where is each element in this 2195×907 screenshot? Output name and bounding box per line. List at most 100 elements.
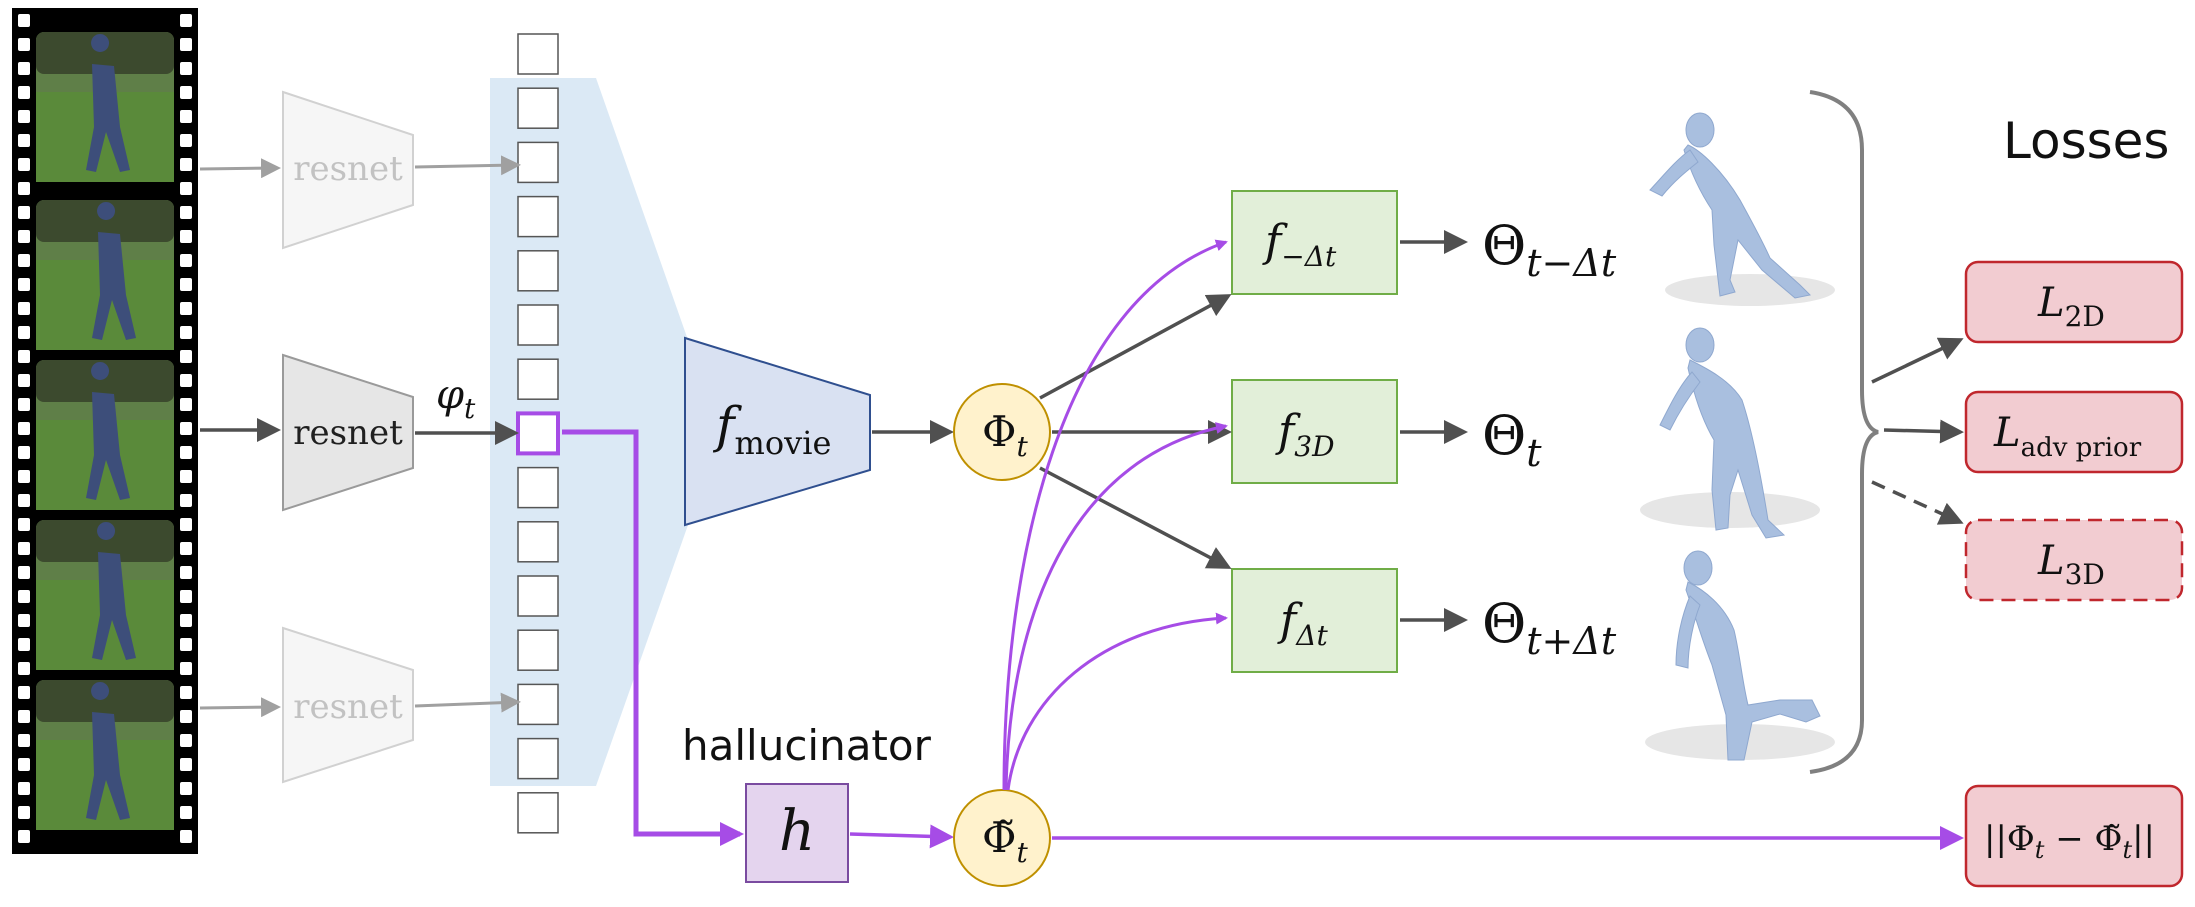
sprocket-hole (180, 758, 192, 771)
sprocket-hole (180, 374, 192, 387)
video-frame (36, 680, 174, 830)
predictor-plus-dt-label: fΔt (1277, 595, 1329, 652)
sprocket-hole (18, 134, 30, 147)
video-frame (36, 520, 174, 670)
arrow-encoder-top-to-bank (414, 155, 521, 176)
sprocket-hole (18, 326, 30, 339)
sprocket-hole (180, 86, 192, 99)
sprocket-hole (180, 326, 192, 339)
sprocket-hole (180, 206, 192, 219)
sprocket-hole (18, 782, 30, 795)
feature-cell (517, 575, 559, 617)
sprocket-hole (180, 134, 192, 147)
arrow-phi-to-plus-dt (1039, 466, 1232, 569)
loss-2d-label: L2D (2037, 280, 2105, 333)
sprocket-hole (180, 830, 192, 843)
predictor-minus-dt: f−Δt (1231, 190, 1398, 295)
sprocket-hole (180, 662, 192, 675)
film-sprockets (18, 14, 192, 843)
feature-cell (517, 141, 559, 184)
temporal-encoder: fmovie (684, 336, 871, 527)
sprocket-hole (18, 542, 30, 555)
mesh-pose-1 (1649, 112, 1835, 306)
sprocket-hole (18, 182, 30, 195)
sprocket-hole (18, 206, 30, 219)
feature-cell (517, 250, 559, 292)
feature-cell (517, 358, 559, 400)
film-strip (12, 8, 198, 854)
sprocket-hole (180, 638, 192, 651)
arrow-to-loss-3d (1871, 480, 1964, 525)
mesh-pose-3 (1645, 550, 1835, 761)
sprocket-hole (18, 734, 30, 747)
mesh-pose-2 (1640, 327, 1820, 539)
sprocket-hole (180, 422, 192, 435)
predictor-plus-dt: fΔt (1231, 568, 1398, 673)
sprocket-hole (180, 302, 192, 315)
sprocket-hole (18, 470, 30, 483)
video-frame (36, 32, 174, 182)
sprocket-hole (180, 230, 192, 243)
sprocket-hole (18, 230, 30, 243)
feature-cell (517, 33, 559, 75)
sprocket-hole (180, 590, 192, 603)
sprocket-hole (180, 38, 192, 51)
arrow-feature-to-hallucinator (562, 429, 744, 846)
sprocket-hole (18, 710, 30, 723)
hallucinator-title: hallucinator (682, 721, 932, 770)
video-frame (36, 200, 174, 350)
video-frames (36, 32, 174, 830)
sprocket-hole (18, 422, 30, 435)
encoder-bottom-label: resnet (293, 687, 403, 727)
sprocket-hole (18, 374, 30, 387)
sprocket-hole (18, 566, 30, 579)
sprocket-hole (180, 446, 192, 459)
sprocket-hole (18, 278, 30, 291)
sprocket-hole (180, 494, 192, 507)
sprocket-hole (180, 734, 192, 747)
arrow-phi-tilde-to-minus-dt (1002, 239, 1228, 791)
predictor-minus-dt-label: f−Δt (1262, 216, 1337, 273)
feature-label: φt (436, 372, 476, 425)
arrow-phi-tilde-to-plus-dt (1006, 612, 1228, 791)
sprocket-hole (180, 158, 192, 171)
feature-cell-highlighted (516, 411, 560, 456)
encoder-top: resnet (282, 90, 414, 250)
arrow-to-loss-2d (1871, 337, 1964, 384)
feature-cell (517, 521, 559, 563)
loss-3d: L3D (1964, 518, 2184, 602)
sprocket-hole (18, 830, 30, 843)
sprocket-hole (18, 518, 30, 531)
phi-tilde-node: Φ̃t (953, 789, 1051, 887)
arrow-encoder-bottom-to-bank (414, 692, 521, 713)
sprocket-hole (18, 494, 30, 507)
sprocket-hole (180, 110, 192, 123)
phi-node-label: Φt (982, 407, 1028, 463)
sprocket-hole (18, 254, 30, 267)
arrow-phi-to-minus-dt (1039, 294, 1232, 400)
sprocket-hole (18, 662, 30, 675)
sprocket-hole (180, 542, 192, 555)
losses-title: Losses (2003, 112, 2169, 170)
loss-3d-label: L3D (2037, 538, 2105, 591)
feature-cell (517, 466, 559, 509)
sprocket-hole (18, 758, 30, 771)
sprocket-hole (18, 638, 30, 651)
predictor-heads: f−Δt f3D fΔt (1231, 190, 1398, 673)
sprocket-hole (180, 710, 192, 723)
sprocket-hole (180, 566, 192, 579)
loss-adv-prior-label: Ladv prior (1993, 410, 2142, 463)
sprocket-hole (180, 686, 192, 699)
encoder-top-label: resnet (293, 149, 403, 189)
mesh-poses (1640, 112, 1835, 761)
feature-cell (517, 629, 559, 671)
sprocket-hole (180, 350, 192, 363)
loss-2d: L2D (1964, 260, 2184, 344)
sprocket-hole (18, 590, 30, 603)
sprocket-hole (180, 182, 192, 195)
arrow-phi-tilde-to-3d (1004, 422, 1228, 791)
sprocket-hole (180, 782, 192, 795)
curly-brace (1809, 90, 1879, 774)
